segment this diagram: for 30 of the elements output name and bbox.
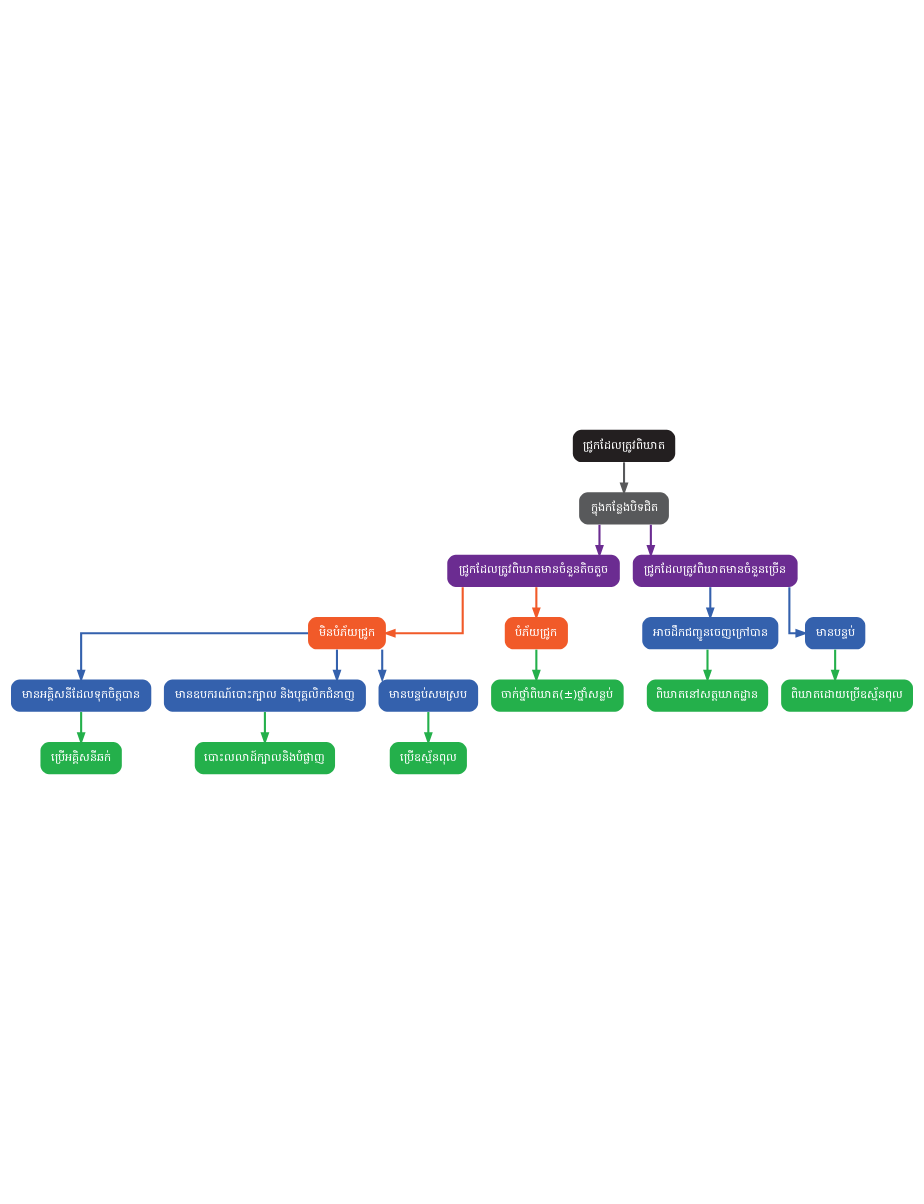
node-box: អាចដឹកជញ្ជូនចេញក្រៅបាន xyxy=(642,617,779,650)
arrow xyxy=(423,712,433,745)
arrow xyxy=(646,524,656,558)
node-box: ជ្រូកដែលត្រូវពិឃាត xyxy=(572,429,676,463)
arrow xyxy=(619,462,629,496)
node-box: មានអគ្គិសនីដែលទុកចិត្តបាន xyxy=(11,679,152,712)
arrow xyxy=(830,649,840,683)
arrow xyxy=(703,649,712,683)
node-box: បំភ័យជ្រូក xyxy=(504,617,568,650)
node-box: ចាក់ថ្នាំពិឃាត(±)ថ្នាំសន្លប់ xyxy=(491,679,624,712)
arrow xyxy=(76,632,309,683)
node-box: ប្រើអគ្គិសនីឆក់ xyxy=(40,741,122,775)
node-box: មានបន្ទប់ xyxy=(805,617,866,650)
node-box: ប្រើឧស្ម័នពុល xyxy=(389,741,467,775)
arrow xyxy=(76,712,86,745)
node-box: ពិឃាតនៅសត្តឃាតដ្ឋាន xyxy=(646,679,769,712)
arrow xyxy=(531,649,541,683)
arrow xyxy=(377,649,387,683)
arrow xyxy=(382,587,464,638)
node-box: ពិឃាតដោយប្រើឧស្ម័នពុល xyxy=(781,679,913,712)
node-box: ជ្រូកដែលត្រូវពិឃាតមានចំនួនតិចតួច xyxy=(447,554,620,587)
node-box: បោះលលាដ៍ក្បាលនិងបំផ្លាញ xyxy=(194,741,336,775)
arrow xyxy=(332,649,342,683)
node-box: មានឧបករណ៍បោះក្បាល និងបុគ្គលិកជំនាញ xyxy=(163,679,366,712)
node-box: មានបន្ទប់សមស្រប xyxy=(378,679,479,712)
arrow xyxy=(595,524,604,558)
node-box: មិនបំភ័យជ្រូក xyxy=(308,617,386,650)
node-box: ជ្រូកដែលត្រូវពិឃាតមានចំនួនច្រើន xyxy=(632,554,798,587)
arrow xyxy=(260,712,270,745)
node-box: ក្នុងកន្លែងបិទជិត xyxy=(579,492,669,525)
